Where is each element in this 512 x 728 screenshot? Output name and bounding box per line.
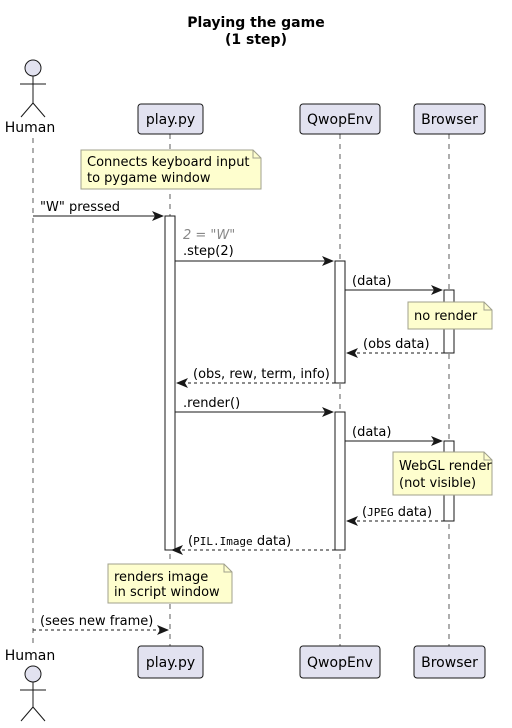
msg-render-label: .render()	[183, 396, 240, 411]
browser-participant-bottom: Browser	[413, 645, 486, 679]
note-keyboard-input: Connects keyboard input to pygame window	[80, 149, 262, 190]
play-participant-bottom: play.py	[137, 645, 204, 679]
play-label-bottom: play.py	[146, 655, 195, 671]
note-webgl-line2: (not visible)	[399, 476, 476, 491]
note-webgl-render: WebGL render (not visible)	[392, 451, 493, 496]
msg-pil-label: (PIL.Image data)	[188, 534, 291, 549]
diagram-title-line2: (1 step)	[225, 32, 287, 48]
note-renders-image: renders image in script window	[107, 563, 233, 604]
msg-data1-label: (data)	[352, 274, 391, 289]
play-participant-top: play.py	[137, 103, 204, 135]
note-keyboard-line1: Connects keyboard input	[87, 155, 250, 170]
env-participant-bottom: QwopEnv	[299, 645, 381, 679]
msg-w-pressed-label: "W" pressed	[40, 200, 120, 215]
diagram-title-line1: Playing the game	[187, 15, 324, 31]
note-renders-line1: renders image	[114, 570, 208, 585]
msg-step-comment: 2 = "W"	[183, 228, 235, 243]
msg-jpeg-label: (JPEG data)	[362, 505, 432, 520]
note-no-render-text: no render	[414, 309, 478, 324]
env-participant-top: QwopEnv	[299, 103, 381, 135]
browser-label-bottom: Browser	[421, 655, 478, 671]
note-renders-line2: in script window	[114, 585, 220, 600]
browser-participant-top: Browser	[413, 103, 486, 135]
human-actor-bottom	[20, 665, 46, 722]
human-actor-top	[20, 59, 46, 118]
msg-sees-frame-label: (sees new frame)	[40, 614, 153, 629]
browser-label-top: Browser	[421, 112, 478, 128]
msg-obs-data-label: (obs data)	[363, 337, 430, 352]
note-webgl-line1: WebGL render	[399, 459, 492, 474]
play-activation	[164, 215, 176, 551]
note-keyboard-line2: to pygame window	[87, 171, 211, 186]
actor-head	[24, 665, 42, 683]
msg-obs-tuple-label: (obs, rew, term, info)	[193, 367, 330, 382]
actor-head	[24, 59, 42, 77]
play-label-top: play.py	[146, 112, 195, 128]
env-label-bottom: QwopEnv	[307, 655, 373, 671]
env-label-top: QwopEnv	[307, 112, 373, 128]
msg-data2-label: (data)	[352, 425, 391, 440]
env-activation-step	[334, 260, 346, 384]
msg-step-label: .step(2)	[183, 244, 234, 259]
env-activation-render	[334, 411, 346, 551]
human-label-bottom: Human	[5, 648, 56, 664]
human-label-top: Human	[5, 120, 56, 136]
note-no-render: no render	[407, 301, 493, 330]
